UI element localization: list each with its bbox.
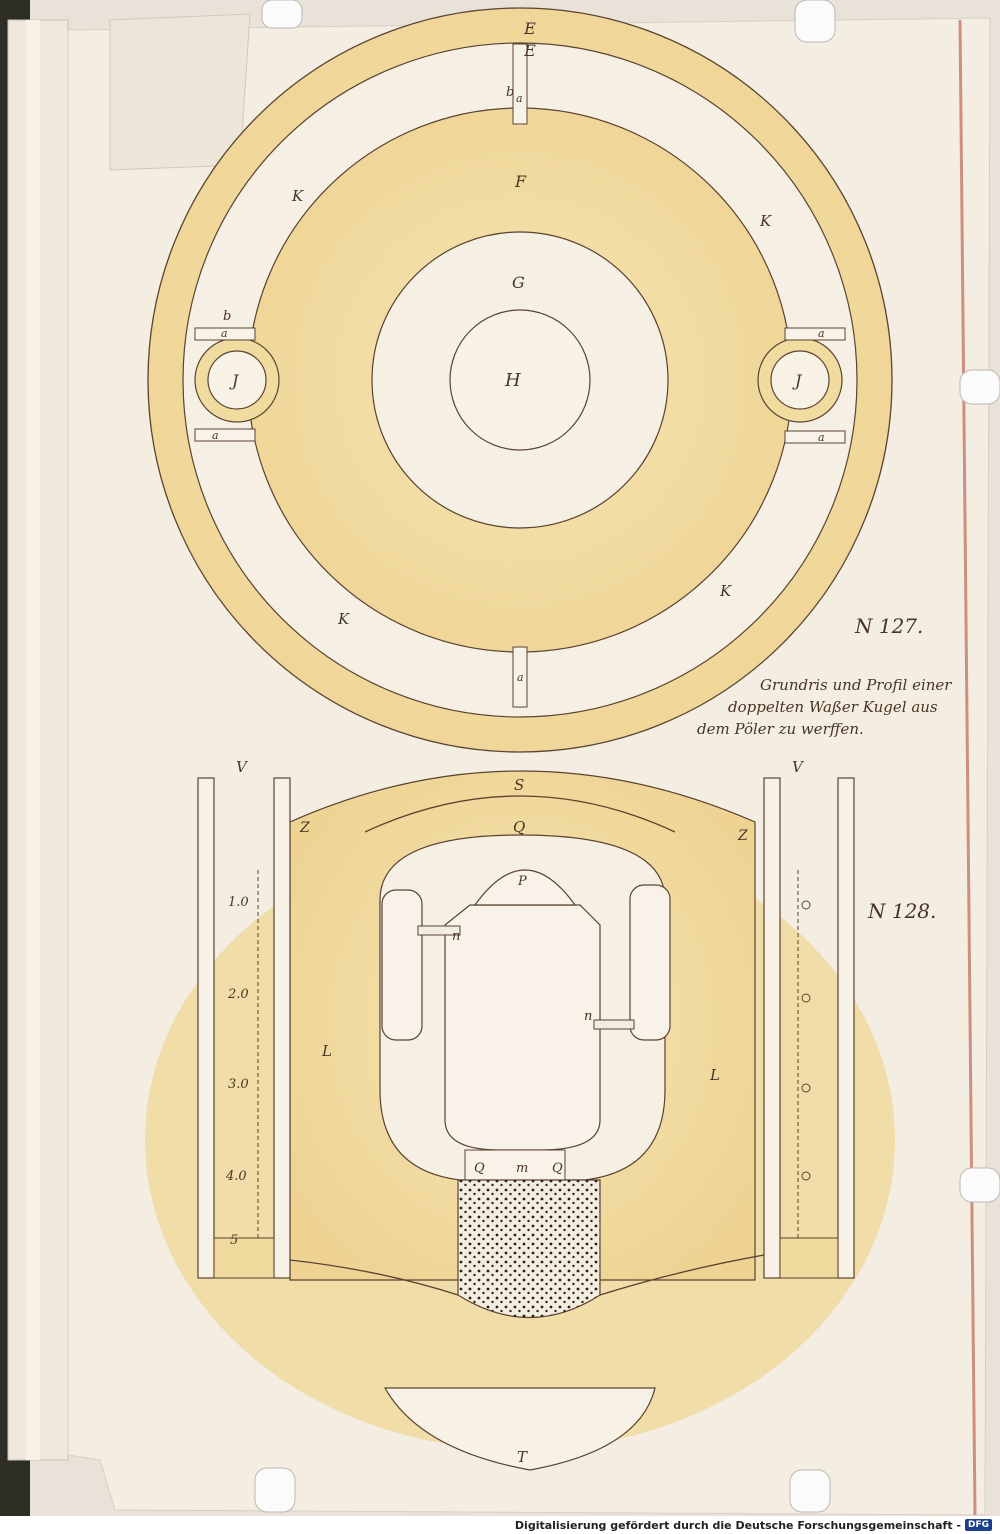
label-z-right: Z <box>737 828 748 844</box>
label-k-upper-left: K <box>291 187 304 205</box>
label-a-left-upper: a <box>221 327 228 340</box>
label-v-right: V <box>792 758 805 776</box>
label-p: P <box>517 874 527 889</box>
chamber-dome-p <box>473 869 577 906</box>
tube-left-base <box>213 1237 275 1279</box>
bottom-bowl-t <box>383 1387 656 1471</box>
label-n-right: n <box>584 1009 592 1024</box>
base-plate <box>464 1149 566 1181</box>
label-v-left: V <box>236 758 249 776</box>
label-q-top: Q <box>513 818 525 836</box>
label-f: F <box>514 172 527 191</box>
inner-chamber-profile <box>444 904 601 1151</box>
plan-drawing: E E b a F G H J J K K K K b a a a a a <box>147 7 893 753</box>
fuse-pipe-right <box>593 1019 635 1030</box>
label-j-right: J <box>792 371 803 390</box>
partition-right-lower <box>784 430 846 444</box>
dfg-logo: DFG <box>964 1519 992 1531</box>
label-e-outer: E <box>523 19 536 38</box>
scale-mark-2: 2.0 <box>227 987 249 1002</box>
caption: Grundris und Profil einer doppelten Waße… <box>697 676 952 738</box>
label-k-lower-left: K <box>337 610 350 628</box>
label-e: E <box>523 41 536 60</box>
label-q-bottom-left: Q <box>474 1161 485 1176</box>
plate-number-128: N 128. <box>867 899 936 923</box>
charge-bag-right <box>629 884 671 1041</box>
label-g: G <box>512 273 525 292</box>
fuse-pipe-left <box>417 925 461 936</box>
label-b-left: b <box>223 309 231 324</box>
scale-mark-5: 5 <box>230 1233 238 1248</box>
scale-mark-4: 4.0 <box>225 1169 247 1184</box>
plate-number-127: N 127. <box>854 614 923 638</box>
label-k-lower-right: K <box>719 582 732 600</box>
scale-circles-right <box>801 900 811 1181</box>
paper-edge-red-tint <box>958 19 977 1516</box>
tube-right-inner <box>763 777 781 1279</box>
label-a-left-lower: a <box>212 429 219 442</box>
label-b-top: b <box>506 85 514 100</box>
label-k-upper-right: K <box>759 212 772 230</box>
paper-fold-flap <box>109 13 251 171</box>
tube-right-outer <box>837 777 855 1279</box>
core-chamber <box>449 309 591 451</box>
fuse-hole-right <box>770 350 830 410</box>
scale-mark-3: 3.0 <box>228 1077 249 1092</box>
partition-left-lower <box>194 428 256 442</box>
footer-credit-text: Digitalisierung gefördert durch die Deut… <box>514 1518 961 1532</box>
caption-line-2: doppelten Waßer Kugel aus <box>728 698 938 716</box>
label-l-left: L <box>321 1042 332 1060</box>
tube-right-base <box>779 1237 839 1279</box>
label-z-left: Z <box>299 820 310 836</box>
tube-left-inner <box>273 777 291 1279</box>
label-q-bottom-right: Q <box>552 1161 563 1176</box>
label-s: S <box>514 776 524 794</box>
label-a-bottom: a <box>517 671 524 684</box>
mounting-clips <box>254 0 1000 1513</box>
label-t: T <box>517 1448 528 1466</box>
powder-dots <box>458 1180 600 1318</box>
partition-top <box>512 43 528 125</box>
dome-arc <box>364 795 676 833</box>
scale-mark-1: 1.0 <box>228 895 249 910</box>
label-a-right-upper: a <box>818 327 825 340</box>
partition-bottom <box>512 646 528 708</box>
label-j-left: J <box>229 371 240 390</box>
partition-right-upper <box>784 327 846 341</box>
charge-bag-left <box>381 889 423 1041</box>
footer-credit: Digitalisierung gefördert durch die Deut… <box>0 1516 1000 1534</box>
caption-line-3: dem Pöler zu werffen. <box>697 720 864 738</box>
label-l-right: L <box>709 1066 720 1084</box>
label-a-right-lower: a <box>818 431 825 444</box>
fuse-hole-left <box>207 350 267 410</box>
caption-line-1: Grundris und Profil einer <box>760 676 952 694</box>
tube-left-outer <box>197 777 215 1279</box>
pipe-right <box>599 1254 765 1296</box>
partition-left-upper <box>194 327 256 341</box>
label-n-left: n <box>452 929 460 944</box>
binding-gutter <box>26 20 40 1460</box>
label-m: m <box>516 1161 528 1176</box>
profile-drawing: V V S Z Z Q P n n L L Q m Q T 1.0 2.0 3.… <box>145 758 895 1471</box>
label-h: H <box>504 370 521 391</box>
label-a-top: a <box>516 92 523 105</box>
pipe-left <box>289 1259 459 1296</box>
